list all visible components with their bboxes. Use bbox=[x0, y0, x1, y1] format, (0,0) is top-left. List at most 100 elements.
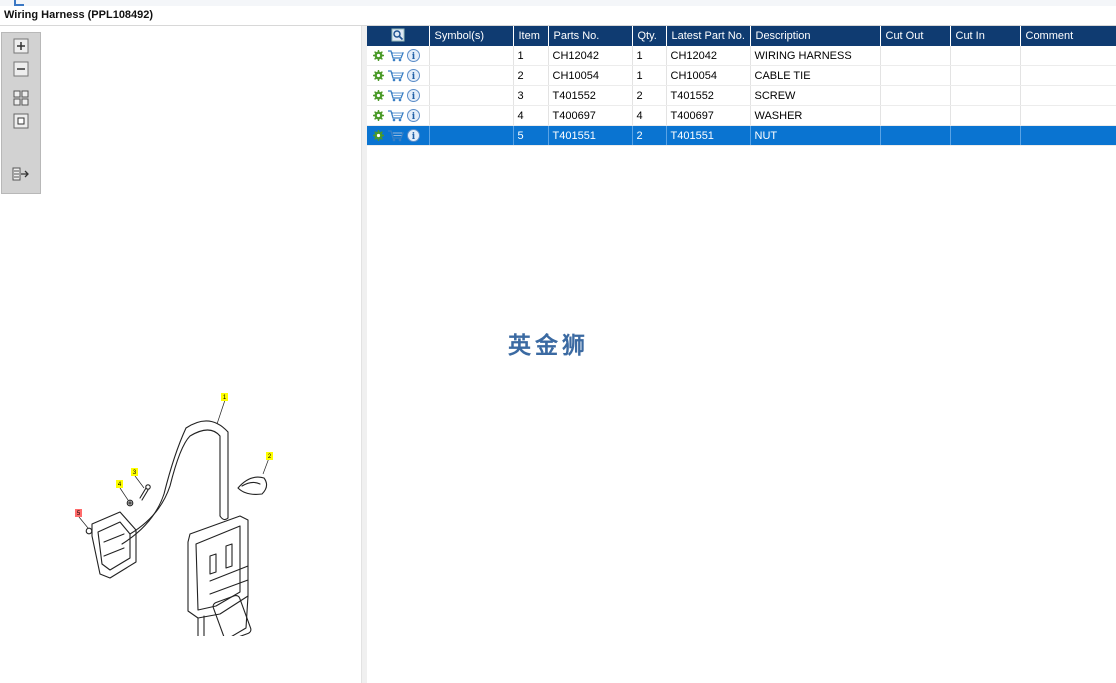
zoom-out-button[interactable] bbox=[12, 60, 30, 78]
parts-table: Symbol(s) Item Parts No. Qty. Latest Par… bbox=[367, 26, 1116, 146]
column-comment[interactable]: Comment bbox=[1020, 26, 1116, 46]
cell-comment[interactable] bbox=[1020, 105, 1116, 126]
cell-comment[interactable] bbox=[1020, 85, 1116, 106]
column-cut-in[interactable]: Cut In bbox=[950, 26, 1021, 46]
callout-3[interactable] bbox=[131, 468, 138, 476]
cell-cut-out[interactable] bbox=[880, 46, 951, 66]
cart-icon[interactable] bbox=[387, 109, 404, 122]
cell-symbols[interactable] bbox=[429, 125, 514, 146]
cell-actions: i bbox=[367, 46, 430, 66]
cell-qty[interactable]: 1 bbox=[632, 46, 667, 66]
cell-parts-no[interactable]: T401551 bbox=[548, 125, 633, 146]
callout-4-label: 4 bbox=[118, 482, 122, 488]
column-description[interactable]: Description bbox=[750, 26, 881, 46]
cell-cut-out[interactable] bbox=[880, 65, 951, 86]
cell-description[interactable]: WASHER bbox=[750, 105, 881, 126]
cell-item[interactable]: 4 bbox=[513, 105, 549, 126]
cell-cut-in[interactable] bbox=[950, 125, 1021, 146]
cart-icon[interactable] bbox=[387, 89, 404, 102]
cell-symbols[interactable] bbox=[429, 46, 514, 66]
column-latest-part-no[interactable]: Latest Part No. bbox=[666, 26, 751, 46]
cell-cut-out[interactable] bbox=[880, 85, 951, 106]
cell-cut-in[interactable] bbox=[950, 65, 1021, 86]
column-qty[interactable]: Qty. bbox=[632, 26, 667, 46]
cell-item[interactable]: 3 bbox=[513, 85, 549, 106]
cell-comment[interactable] bbox=[1020, 125, 1116, 146]
cart-icon[interactable] bbox=[387, 69, 404, 82]
list-arrow-icon bbox=[12, 167, 29, 181]
callout-5-label: 5 bbox=[77, 511, 81, 517]
column-item[interactable]: Item bbox=[513, 26, 549, 46]
cell-description[interactable]: WIRING HARNESS bbox=[750, 46, 881, 66]
grid-icon bbox=[13, 90, 29, 106]
cell-cut-out[interactable] bbox=[880, 105, 951, 126]
callout-2[interactable] bbox=[266, 452, 273, 460]
callout-4[interactable] bbox=[116, 480, 123, 488]
gear-icon[interactable] bbox=[373, 50, 384, 61]
cell-cut-in[interactable] bbox=[950, 85, 1021, 106]
watermark: 英金狮 bbox=[508, 333, 589, 359]
info-icon[interactable]: i bbox=[407, 109, 420, 122]
cell-cut-out[interactable] bbox=[880, 125, 951, 146]
cell-parts-no[interactable]: CH10054 bbox=[548, 65, 633, 86]
cell-item[interactable]: 1 bbox=[513, 46, 549, 66]
info-icon[interactable]: i bbox=[407, 49, 420, 62]
fit-window-button[interactable] bbox=[12, 112, 30, 130]
drawing-pane[interactable]: 1 2 3 4 5 bbox=[0, 26, 361, 683]
zoom-in-button[interactable] bbox=[12, 37, 30, 55]
cart-icon[interactable] bbox=[387, 129, 404, 142]
gear-icon[interactable] bbox=[373, 130, 384, 141]
cell-symbols[interactable] bbox=[429, 65, 514, 86]
pane-splitter[interactable] bbox=[361, 26, 367, 683]
cell-qty[interactable]: 2 bbox=[632, 125, 667, 146]
cell-comment[interactable] bbox=[1020, 65, 1116, 86]
cell-symbols[interactable] bbox=[429, 105, 514, 126]
cell-parts-no[interactable]: T400697 bbox=[548, 105, 633, 126]
callout-1[interactable] bbox=[221, 393, 228, 401]
fit-all-button[interactable] bbox=[12, 89, 30, 107]
column-parts-no[interactable]: Parts No. bbox=[548, 26, 633, 46]
cell-parts-no[interactable]: T401552 bbox=[548, 85, 633, 106]
cell-latest-part-no[interactable]: T401552 bbox=[666, 85, 751, 106]
cell-parts-no[interactable]: CH12042 bbox=[548, 46, 633, 66]
column-tools[interactable] bbox=[367, 26, 430, 46]
gear-icon[interactable] bbox=[373, 70, 384, 81]
info-icon[interactable]: i bbox=[407, 129, 420, 142]
cell-item[interactable]: 5 bbox=[513, 125, 549, 146]
cell-comment[interactable] bbox=[1020, 46, 1116, 66]
cell-qty[interactable]: 1 bbox=[632, 65, 667, 86]
info-icon[interactable]: i bbox=[407, 69, 420, 82]
cell-description[interactable]: CABLE TIE bbox=[750, 65, 881, 86]
callout-5[interactable] bbox=[75, 509, 82, 517]
square-icon bbox=[13, 113, 29, 129]
gear-icon[interactable] bbox=[373, 90, 384, 101]
minus-icon bbox=[13, 61, 29, 77]
cell-description[interactable]: SCREW bbox=[750, 85, 881, 106]
column-cut-out[interactable]: Cut Out bbox=[880, 26, 951, 46]
cell-qty[interactable]: 4 bbox=[632, 105, 667, 126]
cell-latest-part-no[interactable]: T400697 bbox=[666, 105, 751, 126]
parts-grid: Symbol(s) Item Parts No. Qty. Latest Par… bbox=[367, 26, 1116, 146]
cell-latest-part-no[interactable]: CH12042 bbox=[666, 46, 751, 66]
svg-text:i: i bbox=[412, 92, 416, 102]
cell-symbols[interactable] bbox=[429, 85, 514, 106]
column-symbols[interactable]: Symbol(s) bbox=[429, 26, 514, 46]
cell-latest-part-no[interactable]: T401551 bbox=[666, 125, 751, 146]
cell-actions: i bbox=[367, 65, 430, 86]
cell-cut-in[interactable] bbox=[950, 46, 1021, 66]
cell-cut-in[interactable] bbox=[950, 105, 1021, 126]
plus-icon bbox=[13, 38, 29, 54]
cell-latest-part-no[interactable]: CH10054 bbox=[666, 65, 751, 86]
export-button[interactable] bbox=[12, 165, 30, 183]
cart-icon[interactable] bbox=[387, 49, 404, 62]
cell-qty[interactable]: 2 bbox=[632, 85, 667, 106]
cell-item[interactable]: 2 bbox=[513, 65, 549, 86]
cell-description[interactable]: NUT bbox=[750, 125, 881, 146]
info-icon[interactable]: i bbox=[407, 89, 420, 102]
gear-icon[interactable] bbox=[373, 110, 384, 121]
